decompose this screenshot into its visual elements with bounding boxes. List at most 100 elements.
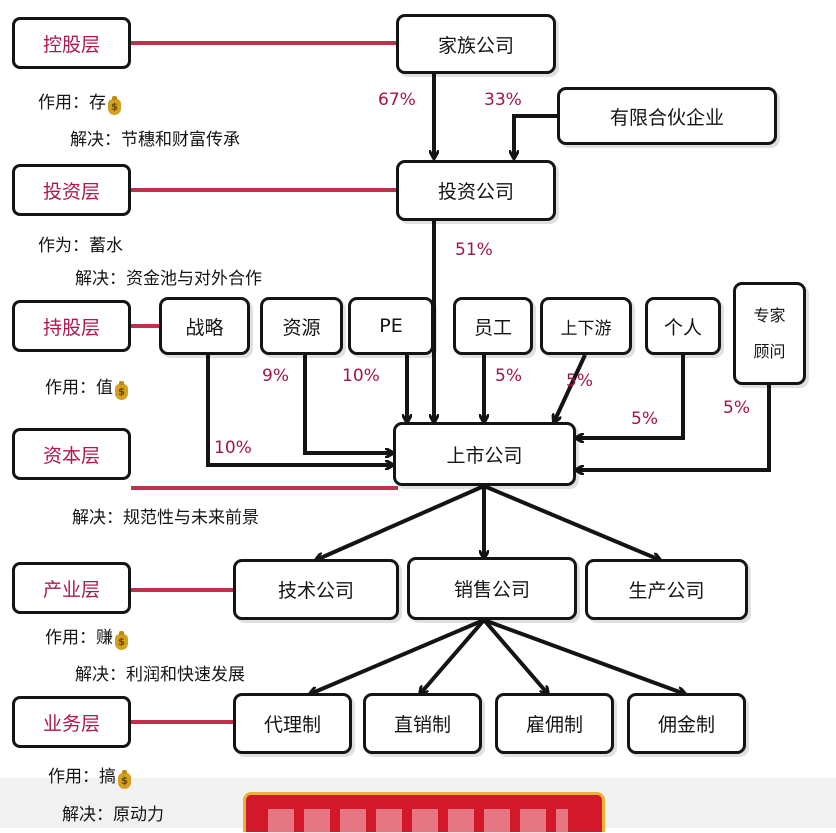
business-role-text: 作用：搞	[48, 767, 116, 787]
pe-box: PE	[348, 297, 434, 355]
business-solve-text: 解决：原动力	[62, 805, 164, 825]
money-bag-icon: $	[108, 96, 121, 115]
family-company-label: 家族公司	[437, 34, 514, 57]
commission-box: 佣金制	[627, 693, 746, 754]
family-company-box: 家族公司	[396, 14, 556, 74]
expert-advisor-label-2: 顾问	[753, 341, 786, 361]
employees-box: 员工	[453, 297, 533, 355]
tech-company-box: 技术公司	[233, 559, 399, 620]
shareholding-layer-label: 持股层	[12, 300, 131, 352]
listed-company-label: 上市公司	[446, 444, 523, 467]
arrow-sales-to-commission	[483, 618, 685, 694]
pct-individual-text: 5%	[631, 409, 658, 429]
agency-label: 代理制	[263, 714, 321, 736]
resources-box: 资源	[260, 297, 343, 355]
pct-expert-text: 5%	[723, 398, 750, 418]
money-bag-icon: $	[115, 381, 128, 400]
holding-layer-label: 控股层	[12, 17, 131, 69]
pct-pe-text: 10%	[342, 366, 380, 386]
capital-layer-text: 资本层	[42, 444, 100, 467]
pct-employees-text: 5%	[495, 366, 522, 386]
holding-role-text: 作用：存	[38, 93, 106, 113]
pct-investment-to-listed: 51%	[455, 240, 493, 260]
shareholding-role-text: 作用：值	[45, 378, 113, 398]
pct-pe: 10%	[342, 366, 380, 386]
pct-expert: 5%	[723, 398, 750, 418]
arrow-resources	[303, 355, 393, 453]
arrow-individual	[576, 355, 685, 438]
pct-resources-text: 9%	[262, 366, 289, 386]
red-banner	[243, 792, 605, 833]
pct-supply-chain-text: 5%	[566, 371, 593, 391]
individual-label: 个人	[663, 316, 702, 339]
pct-investment-text: 51%	[455, 240, 493, 260]
holding-solve-note: 解决：节穗和财富传承	[70, 125, 240, 150]
pct-strategy-text: 10%	[214, 438, 252, 458]
commission-label: 佣金制	[657, 714, 715, 736]
employees-label: 员工	[473, 316, 512, 339]
investment-layer-text: 投资层	[42, 180, 100, 203]
individual-box: 个人	[645, 297, 721, 355]
expert-advisor-box: 专家顾问	[733, 282, 806, 385]
pct-family-to-investment: 67%	[378, 90, 416, 110]
pct-partnership-text: 33%	[484, 90, 522, 110]
listed-company-box: 上市公司	[393, 422, 576, 486]
industry-layer-label: 产业层	[12, 562, 131, 614]
industry-solve-note: 解决：利润和快速发展	[75, 660, 245, 685]
business-role-note: 作用：搞$	[48, 762, 131, 789]
shareholding-layer-text: 持股层	[42, 316, 100, 339]
supply-chain-box: 上下游	[540, 297, 632, 355]
production-company-label: 生产公司	[628, 580, 705, 602]
business-layer-text: 业务层	[42, 712, 100, 735]
investment-role-text: 作为：蓄水	[38, 236, 123, 256]
shareholding-role-note: 作用：值$	[45, 373, 128, 400]
investment-company-box: 投资公司	[396, 160, 556, 221]
business-layer-label: 业务层	[12, 696, 131, 748]
investment-role-note: 作为：蓄水	[38, 231, 123, 256]
arrow-supply-chain	[554, 354, 587, 422]
supply-chain-label: 上下游	[560, 318, 612, 339]
capital-solve-text: 解决：规范性与未来前景	[72, 508, 259, 528]
direct-sales-box: 直销制	[363, 693, 482, 754]
expert-advisor-label-1: 专家	[753, 305, 786, 325]
industry-role-note: 作用：赚$	[45, 623, 128, 650]
capital-solve-note: 解决：规范性与未来前景	[72, 503, 259, 528]
pct-partnership-to-investment: 33%	[484, 90, 522, 110]
pct-family-text: 67%	[378, 90, 416, 110]
pct-individual: 5%	[631, 409, 658, 429]
strategy-label: 战略	[185, 316, 224, 339]
arrow-partnership-to-investment	[514, 114, 557, 158]
business-solve-note: 解决：原动力	[62, 800, 164, 825]
investment-layer-label: 投资层	[12, 164, 131, 216]
arrow-listed-to-tech	[316, 484, 485, 560]
arrow-expert	[576, 385, 771, 470]
sales-company-label: 销售公司	[453, 579, 530, 601]
industry-role-text: 作用：赚	[45, 628, 113, 648]
money-bag-icon: $	[118, 770, 131, 789]
pct-resources: 9%	[262, 366, 289, 386]
pct-strategy: 10%	[214, 438, 252, 458]
pct-supply-chain: 5%	[566, 371, 593, 391]
direct-sales-label: 直销制	[393, 714, 451, 736]
pct-employees: 5%	[495, 366, 522, 386]
money-bag-icon: $	[115, 631, 128, 650]
investment-solve-note: 解决：资金池与对外合作	[75, 264, 262, 289]
limited-partnership-box: 有限合伙企业	[557, 87, 777, 145]
tech-company-label: 技术公司	[277, 580, 354, 602]
strategy-box: 战略	[159, 297, 250, 355]
agency-box: 代理制	[233, 693, 352, 754]
industry-solve-text: 解决：利润和快速发展	[75, 665, 245, 685]
capital-layer-label: 资本层	[12, 428, 131, 480]
production-company-box: 生产公司	[585, 559, 748, 620]
arrow-sales-to-agency	[310, 618, 485, 694]
industry-layer-text: 产业层	[42, 578, 100, 601]
resources-label: 资源	[282, 316, 321, 339]
arrow-sales-to-direct	[420, 618, 486, 694]
employment-box: 雇佣制	[495, 693, 614, 754]
investment-company-label: 投资公司	[437, 181, 514, 203]
sales-company-box: 销售公司	[407, 557, 577, 620]
arrow-listed-to-production	[483, 484, 660, 560]
arrow-sales-to-employment	[482, 618, 548, 694]
investment-solve-text: 解决：资金池与对外合作	[75, 269, 262, 289]
